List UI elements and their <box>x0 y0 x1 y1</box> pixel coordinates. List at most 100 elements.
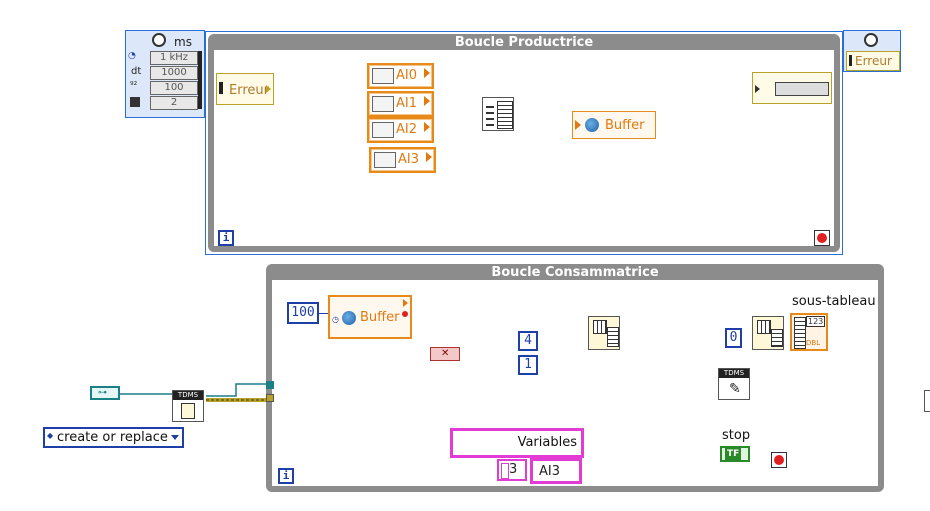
stop-icon <box>774 455 784 465</box>
timing-value-chip: 2 <box>150 96 198 110</box>
timing-key-dt: dt <box>131 66 142 77</box>
path-icon: ⊶ <box>98 388 107 398</box>
producer-loop: Boucle Productrice i <box>208 34 840 252</box>
chip-icon <box>130 97 140 107</box>
chevron-down-icon <box>171 435 179 440</box>
group-name-constant[interactable]: Variables <box>450 428 584 458</box>
ring-increment-icon: ◆ <box>47 431 54 440</box>
refnum-tunnel <box>266 381 274 389</box>
offscreen-node-edge <box>924 390 930 412</box>
group-name-value: Variables <box>517 435 577 450</box>
subarray-constant-0[interactable]: 0 <box>725 328 742 348</box>
index-array-node[interactable] <box>588 316 620 350</box>
tdms-open-node[interactable]: TDMS <box>172 390 204 422</box>
output-arrow-icon <box>424 68 430 78</box>
timing-value-khz: 1 kHz <box>150 51 198 65</box>
producer-stop-terminal[interactable] <box>814 230 830 246</box>
waveform-icon <box>374 152 396 168</box>
daq-channel-label: AI2 <box>396 122 417 137</box>
timing-scrollbar[interactable] <box>198 51 202 109</box>
build-array-node[interactable] <box>482 97 514 131</box>
dequeue-buffer-node[interactable]: ◷ Buffer <box>328 295 412 339</box>
timeout-input-icon: ◷ <box>332 315 339 324</box>
producer-iteration-terminal: i <box>218 230 234 246</box>
producer-error-in[interactable]: Erreur <box>216 73 274 105</box>
consumer-iteration-terminal: i <box>278 468 294 484</box>
error-out-arrow-icon <box>755 85 760 93</box>
indicator-numeric-tag: 123 <box>806 316 826 327</box>
queue-icon <box>585 118 599 132</box>
producer-error-out[interactable] <box>752 72 832 104</box>
build-array-icon <box>497 101 513 129</box>
error-bar <box>849 55 852 66</box>
waveform-icon <box>372 96 394 112</box>
index-array-icon <box>593 320 607 334</box>
channel-count-value: 3 <box>509 462 518 477</box>
subarray-indicator-label: sous-tableau <box>792 294 876 309</box>
timing-cluster[interactable]: ms ◔ 1 kHz dt 1000 ⁹² 100 2 <box>125 30 205 118</box>
error-bar <box>219 82 223 94</box>
timing-row-chip: 2 <box>128 96 198 110</box>
tdms-write-node[interactable]: TDMS ✎ <box>718 368 750 400</box>
timeout-constant[interactable]: 100 <box>287 302 319 324</box>
timing-value-count: 100 <box>150 81 198 95</box>
file-open-icon <box>181 403 195 419</box>
daq-channel-label: AI0 <box>396 68 417 83</box>
channel-name-constant[interactable]: AI3 <box>530 458 582 484</box>
timing-row-dt: dt 1000 <box>128 66 198 80</box>
array-subset-icon <box>757 320 771 334</box>
channel-name-value: AI3 <box>539 464 560 479</box>
consumer-loop-title: Boucle Consammatrice <box>491 265 659 280</box>
error-x-icon: ✕ <box>441 348 450 359</box>
stop-label: stop <box>722 428 751 443</box>
error-tunnel <box>266 394 274 402</box>
subarray-indicator[interactable]: 123 DBL <box>790 313 828 351</box>
daq-read-ai2[interactable]: AI2 <box>367 117 434 143</box>
timing-row-khz: ◔ 1 kHz <box>128 51 198 65</box>
enqueue-buffer-label: Buffer <box>605 118 645 133</box>
unit-label: ms <box>174 35 192 49</box>
array-subset-node[interactable] <box>752 316 784 350</box>
queue-icon <box>342 311 356 325</box>
daq-read-ai3[interactable]: AI3 <box>369 147 436 173</box>
daq-channel-label: AI3 <box>398 152 419 167</box>
producer-error-label: Erreur <box>229 83 269 98</box>
stop-button-terminal[interactable]: TF <box>720 446 750 462</box>
index-constant-4[interactable]: 4 <box>518 331 538 351</box>
array-subset-output-icon <box>771 329 783 347</box>
indicator-array-icon <box>794 317 806 349</box>
build-array-inputs-icon <box>486 102 494 126</box>
clock-icon <box>864 33 878 47</box>
index-constant-1[interactable]: 1 <box>518 355 538 375</box>
dequeue-buffer-label: Buffer <box>360 310 400 325</box>
right-timer-indicator[interactable]: Erreur <box>843 30 901 72</box>
timing-value-dt: 1000 <box>150 66 198 80</box>
indicator-type-tag: DBL <box>806 339 821 347</box>
samples-icon: ⁹² <box>130 81 138 91</box>
waveform-icon <box>372 122 394 138</box>
consumer-stop-terminal[interactable] <box>771 452 787 468</box>
stop-tf-tag: TF <box>725 448 742 460</box>
output-arrow-icon <box>426 152 432 162</box>
file-path-constant[interactable]: ⊶ <box>90 386 120 400</box>
error-arrow-icon <box>266 85 271 93</box>
right-error-label: Erreur <box>855 54 892 68</box>
stop-icon <box>817 233 827 243</box>
dequeue-error-indicator[interactable]: ✕ <box>430 347 460 361</box>
daq-read-ai0[interactable]: AI0 <box>367 63 434 89</box>
waveform-icon <box>372 68 394 84</box>
pencil-icon: ✎ <box>729 381 741 397</box>
array-index-display <box>501 463 509 479</box>
right-error-box: Erreur <box>846 51 900 71</box>
channel-count-constant[interactable]: 3 <box>497 459 527 481</box>
index-array-output-icon <box>607 327 619 347</box>
enqueue-buffer-node[interactable]: Buffer <box>572 111 656 139</box>
dequeue-output-arrow-icon <box>403 299 408 307</box>
queue-input-arrow-icon <box>575 120 581 130</box>
tdms-write-label: TDMS <box>719 369 749 378</box>
output-arrow-icon <box>424 96 430 106</box>
file-mode-ring[interactable]: ◆ create or replace <box>43 427 184 448</box>
clock-icon <box>152 33 166 47</box>
daq-read-ai1[interactable]: AI1 <box>367 91 434 117</box>
daq-channel-label: AI1 <box>396 96 417 111</box>
